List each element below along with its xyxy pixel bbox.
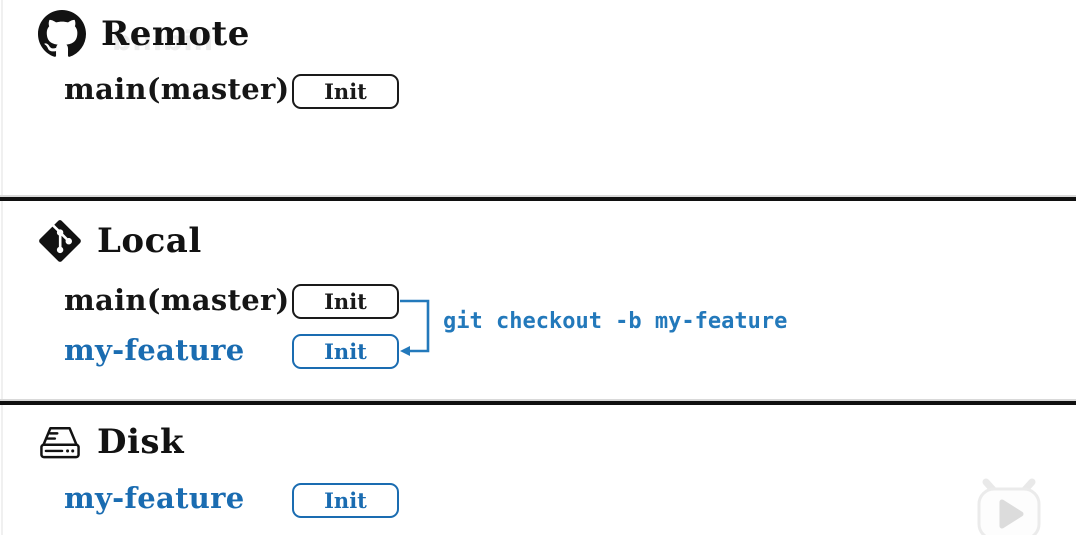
disk-branch-feature-label: my-feature [64,481,245,515]
github-icon [38,10,86,58]
section-divider [0,399,1076,405]
video-edge-artifact [1,0,3,535]
bilibili-tv-play-icon [977,478,1041,535]
disk-section-title: Disk [97,422,185,462]
branch-checkout-arrow [400,299,430,356]
remote-main-init-commit: Init [292,74,399,109]
remote-section-header: Remote [38,10,250,58]
local-section-title: Local [97,221,202,261]
local-section-header: Local [38,219,202,263]
git-icon [38,219,82,263]
local-branch-feature-label: my-feature [64,333,245,367]
remote-section-title: Remote [101,14,250,54]
remote-branch-main-label: main(master) [64,72,290,106]
disk-icon [38,421,82,463]
section-divider [0,195,1076,201]
disk-section-header: Disk [38,421,184,463]
local-feature-init-commit: Init [292,334,399,369]
git-checkout-command: git checkout -b my-feature [443,309,788,334]
local-main-init-commit: Init [292,284,399,319]
local-branch-main-label: main(master) [64,283,290,317]
disk-feature-init-commit: Init [292,483,399,518]
